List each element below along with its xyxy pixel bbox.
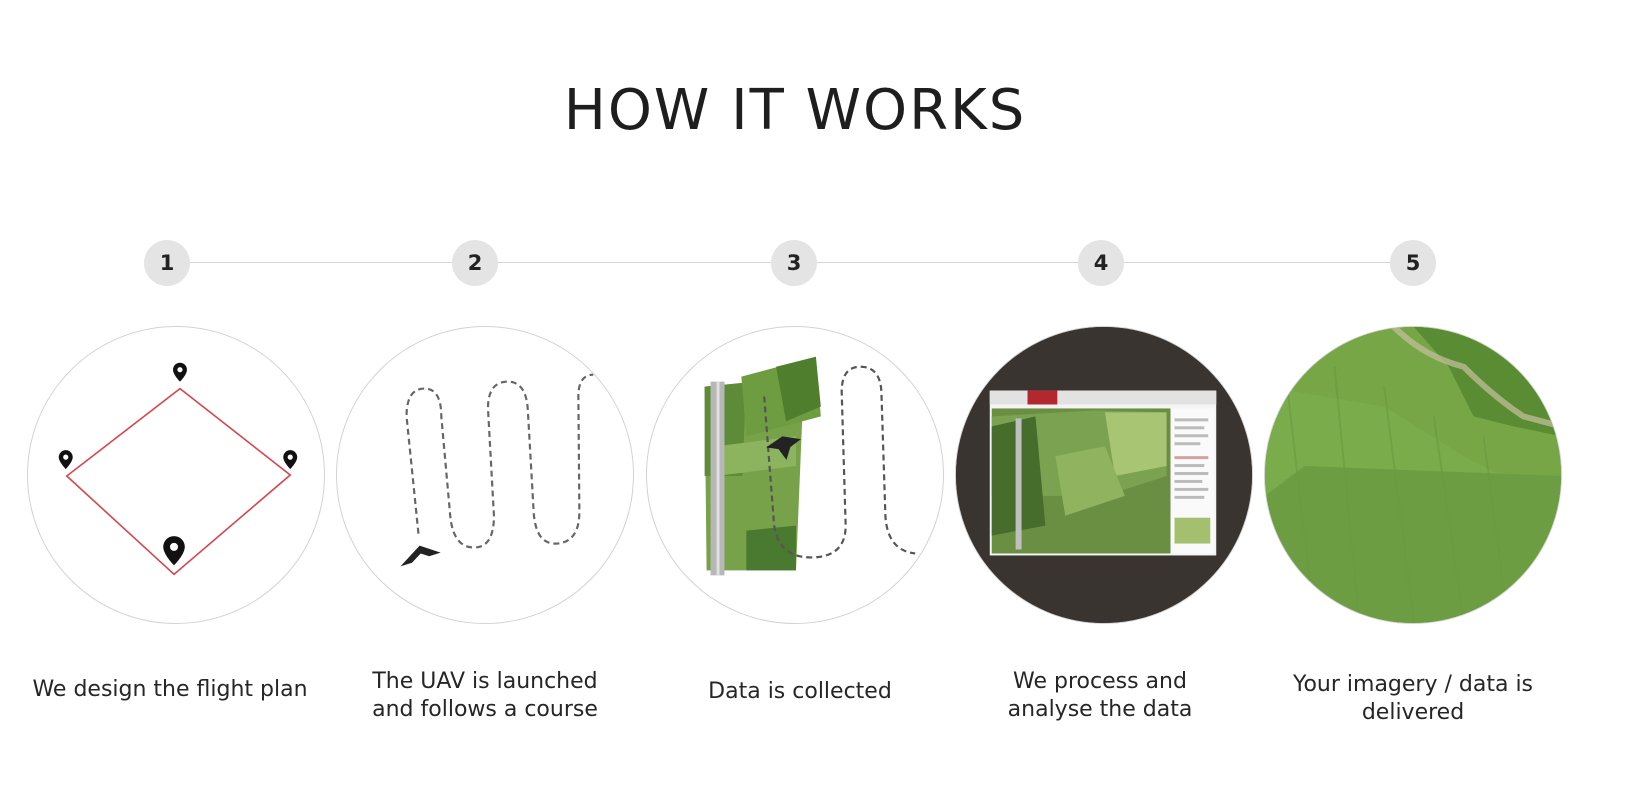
step-5-caption: Your imagery / data is delivered bbox=[1248, 671, 1578, 727]
map-pin-icon bbox=[173, 362, 187, 382]
map-pin-icon bbox=[163, 536, 185, 566]
flight-path bbox=[763, 365, 916, 559]
step-3-caption: Data is collected bbox=[708, 679, 892, 704]
step-2-caption-line-2: and follows a course bbox=[372, 697, 598, 722]
flight-path bbox=[405, 373, 594, 549]
step-4-caption: We process and analyse the data bbox=[940, 668, 1260, 724]
step-4-caption-line-1: We process and bbox=[1013, 669, 1187, 694]
uav-icon bbox=[400, 545, 441, 567]
aerial-image-strip bbox=[704, 356, 821, 576]
step-5-caption-line-2: delivered bbox=[1361, 700, 1465, 725]
step-2-caption-line-1: The UAV is launched bbox=[372, 669, 598, 694]
flight-plan-diagram bbox=[58, 362, 298, 576]
step-2-illustration bbox=[336, 326, 634, 624]
processing-screen bbox=[956, 327, 1252, 623]
data-collection-diagram bbox=[704, 356, 916, 576]
step-3-number: 3 bbox=[771, 240, 817, 286]
uav-course-diagram bbox=[400, 373, 594, 567]
step-3-illustration bbox=[646, 326, 944, 624]
map-pin-icon bbox=[58, 450, 73, 470]
step-4-caption-line-2: analyse the data bbox=[1007, 697, 1193, 722]
uav-icon bbox=[766, 436, 801, 460]
step-1-caption: We design the flight plan bbox=[32, 677, 308, 702]
step-1-illustration bbox=[27, 326, 325, 624]
step-2-caption: The UAV is launched and follows a course bbox=[325, 668, 645, 724]
step-4-illustration bbox=[955, 326, 1253, 624]
delivered-imagery bbox=[1265, 327, 1561, 623]
step-4-number: 4 bbox=[1078, 240, 1124, 286]
step-5-number: 5 bbox=[1390, 240, 1436, 286]
page-title: HOW IT WORKS bbox=[563, 78, 1027, 143]
step-5-illustration bbox=[1264, 326, 1562, 624]
step-5-caption-line-1: Your imagery / data is bbox=[1292, 672, 1534, 697]
step-1-number: 1 bbox=[144, 240, 190, 286]
flight-plan-boundary bbox=[65, 387, 292, 576]
map-pin-icon bbox=[283, 450, 298, 470]
step-2-number: 2 bbox=[452, 240, 498, 286]
